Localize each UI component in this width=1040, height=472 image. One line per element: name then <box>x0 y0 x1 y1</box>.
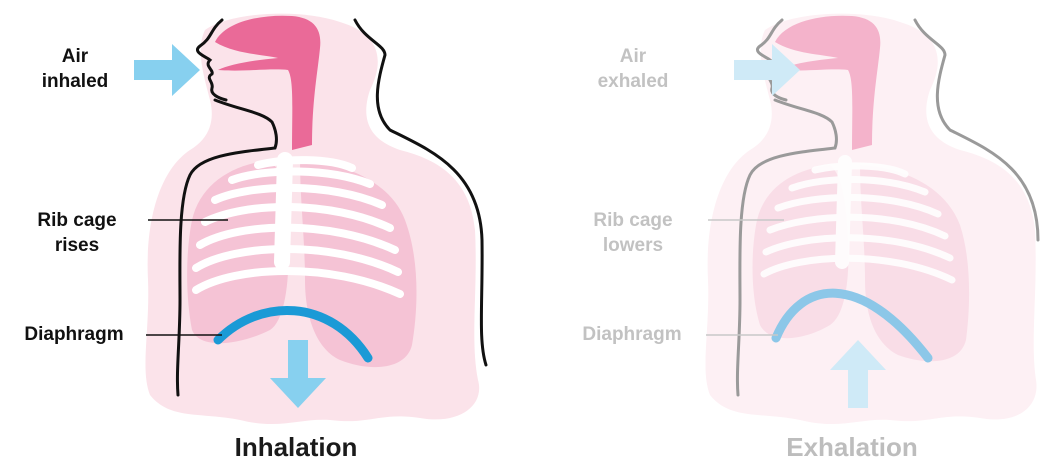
inhalation-rib-label-line1: Rib cage <box>12 208 142 233</box>
inhalation-air-label: Air inhaled <box>20 44 130 94</box>
exhalation-figure <box>705 14 1038 424</box>
inhalation-air-label-line2: inhaled <box>20 69 130 94</box>
inhalation-rib-label: Rib cage rises <box>12 208 142 258</box>
exhalation-rib-label: Rib cage lowers <box>568 208 698 258</box>
exhalation-rib-label-line1: Rib cage <box>568 208 698 233</box>
inhalation-figure <box>134 14 486 424</box>
exhalation-air-label-line2: exhaled <box>578 69 688 94</box>
exhalation-rib-label-line2: lowers <box>568 233 698 258</box>
inhalation-rib-label-line2: rises <box>12 233 142 258</box>
exhalation-air-label: Air exhaled <box>578 44 688 94</box>
exhalation-title: Exhalation <box>752 432 952 463</box>
inhalation-air-arrow-icon <box>134 44 200 96</box>
inhalation-title: Inhalation <box>196 432 396 463</box>
inhalation-diaphragm-label: Diaphragm <box>6 322 142 347</box>
exhalation-diaphragm-label: Diaphragm <box>564 322 700 347</box>
exhalation-air-label-line1: Air <box>578 44 688 69</box>
inhalation-air-label-line1: Air <box>20 44 130 69</box>
